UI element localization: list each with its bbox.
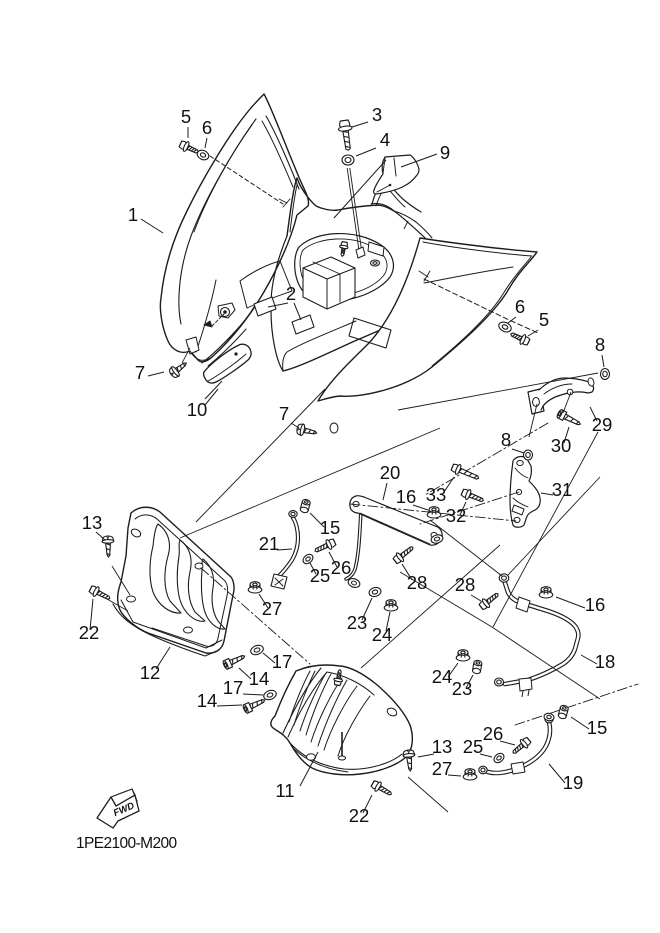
svg-text:26: 26 — [331, 557, 352, 578]
svg-text:25: 25 — [463, 736, 484, 757]
svg-text:27: 27 — [432, 758, 453, 779]
svg-text:18: 18 — [595, 651, 616, 672]
svg-text:14: 14 — [197, 690, 218, 711]
svg-text:24: 24 — [432, 666, 453, 687]
svg-text:1: 1 — [128, 204, 138, 225]
svg-text:32: 32 — [446, 505, 467, 526]
svg-text:23: 23 — [347, 612, 368, 633]
svg-text:1PE2100-M200: 1PE2100-M200 — [76, 835, 177, 852]
svg-text:8: 8 — [595, 334, 605, 355]
svg-text:12: 12 — [140, 662, 161, 683]
svg-text:5: 5 — [181, 106, 191, 127]
svg-text:13: 13 — [82, 512, 103, 533]
svg-text:7: 7 — [135, 362, 145, 383]
svg-text:28: 28 — [455, 574, 476, 595]
svg-text:8: 8 — [501, 429, 511, 450]
svg-text:17: 17 — [223, 677, 244, 698]
svg-text:2: 2 — [286, 283, 296, 304]
svg-text:22: 22 — [349, 805, 370, 826]
svg-text:19: 19 — [563, 772, 584, 793]
svg-text:25: 25 — [310, 565, 331, 586]
svg-text:7: 7 — [279, 403, 289, 424]
svg-text:17: 17 — [272, 651, 293, 672]
svg-text:22: 22 — [79, 622, 100, 643]
svg-text:4: 4 — [380, 129, 390, 150]
svg-text:15: 15 — [587, 717, 608, 738]
svg-text:23: 23 — [452, 678, 473, 699]
svg-text:30: 30 — [551, 435, 572, 456]
svg-text:15: 15 — [320, 517, 341, 538]
svg-text:20: 20 — [380, 462, 401, 483]
svg-text:31: 31 — [552, 479, 573, 500]
svg-text:5: 5 — [539, 309, 549, 330]
svg-text:10: 10 — [187, 399, 208, 420]
svg-text:29: 29 — [592, 414, 613, 435]
svg-text:21: 21 — [259, 533, 280, 554]
svg-text:16: 16 — [396, 486, 417, 507]
svg-text:27: 27 — [262, 598, 283, 619]
svg-text:16: 16 — [585, 594, 606, 615]
svg-text:33: 33 — [426, 484, 447, 505]
svg-text:24: 24 — [372, 624, 393, 645]
svg-text:28: 28 — [407, 572, 428, 593]
svg-text:11: 11 — [275, 780, 294, 801]
svg-text:6: 6 — [202, 117, 212, 138]
svg-text:14: 14 — [249, 668, 270, 689]
svg-text:6: 6 — [515, 296, 525, 317]
svg-text:13: 13 — [432, 736, 453, 757]
svg-text:9: 9 — [440, 142, 450, 163]
svg-text:26: 26 — [483, 723, 504, 744]
svg-text:3: 3 — [372, 104, 382, 125]
